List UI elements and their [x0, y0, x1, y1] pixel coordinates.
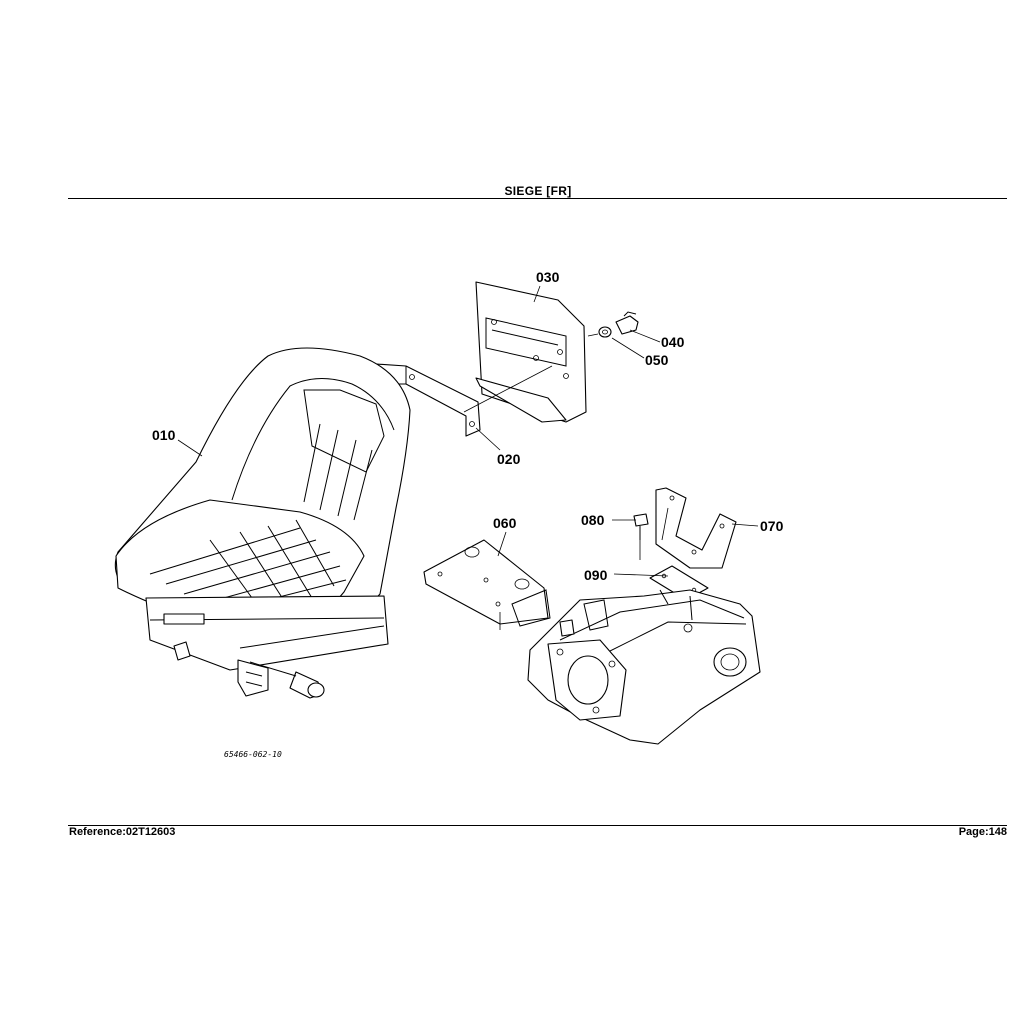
callout-060: 060	[493, 515, 517, 531]
callout-010: 010	[152, 427, 176, 443]
callout-090: 090	[584, 567, 608, 583]
part-060-mounting-plate	[423, 539, 551, 630]
part-070-bracket	[655, 487, 737, 569]
callout-020: 020	[497, 451, 521, 467]
callout-040: 040	[661, 334, 685, 350]
callout-070: 070	[760, 518, 784, 534]
callout-030: 030	[536, 269, 560, 285]
part-010-seat	[114, 347, 411, 699]
page-title: SIEGE [FR]	[504, 184, 572, 198]
footer-page-number: Page:148	[958, 826, 1007, 838]
part-050-washer	[587, 326, 612, 338]
leader-lines	[177, 285, 759, 577]
drawing-number: 65466-062-10	[224, 750, 282, 759]
footer-reference: Reference:02T12603	[69, 826, 176, 838]
callout-080: 080	[581, 512, 605, 528]
part-080-bolt	[633, 513, 649, 560]
part-040-bolt	[615, 311, 639, 335]
header-divider	[68, 198, 1007, 199]
transmission-housing	[527, 589, 761, 745]
footer-divider	[68, 825, 1007, 826]
callout-050: 050	[645, 352, 669, 368]
part-030-back-plate	[475, 281, 587, 423]
